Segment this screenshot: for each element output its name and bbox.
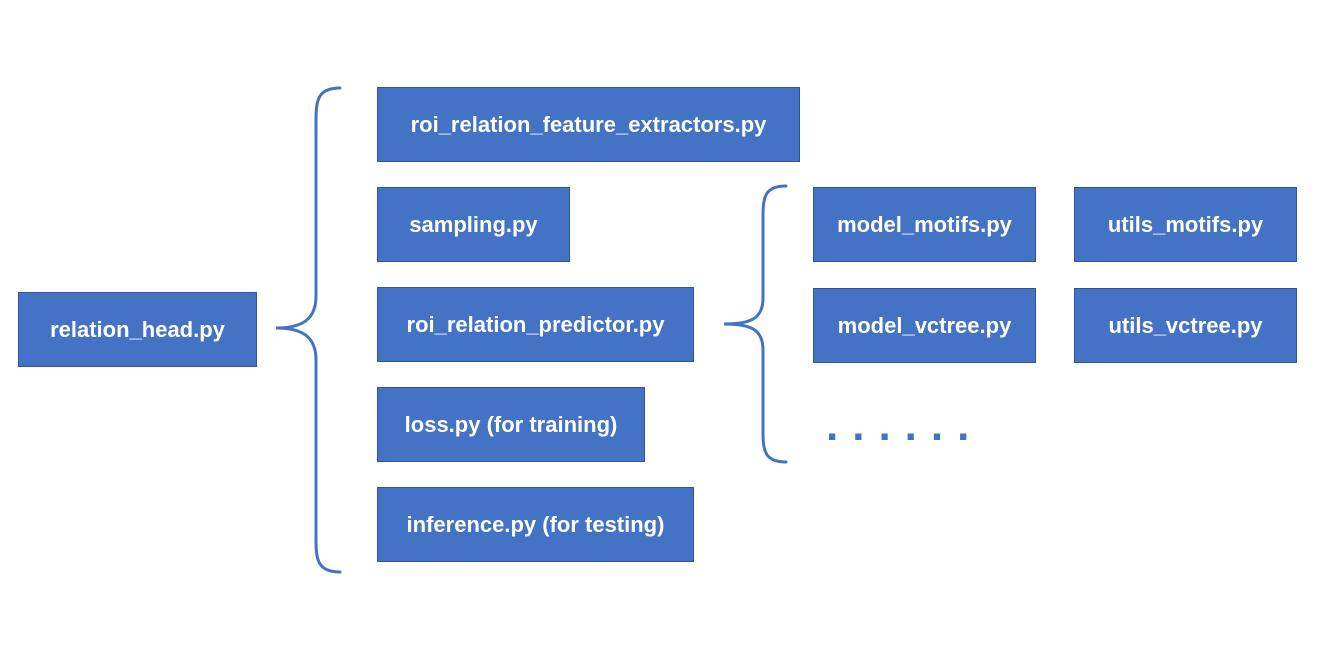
child-node-label: roi_relation_feature_extractors.py (410, 111, 767, 137)
grandchild-node-model-vctree: model_vctree.py (813, 288, 1036, 363)
root-brace (275, 86, 342, 574)
child-node-inference: inference.py (for testing) (377, 487, 694, 562)
more-items-ellipsis: ...... (826, 401, 984, 450)
child-node-label: inference.py (for testing) (406, 511, 665, 537)
grandchild-node-label: utils_motifs.py (1107, 211, 1264, 237)
child-node-label: roi_relation_predictor.py (406, 311, 665, 337)
child-node-feature-extractors: roi_relation_feature_extractors.py (377, 87, 800, 162)
grandchild-node-utils-vctree: utils_vctree.py (1074, 288, 1297, 363)
grandchild-node-label: utils_vctree.py (1108, 312, 1263, 338)
child-node-sampling: sampling.py (377, 187, 570, 262)
child-node-label: sampling.py (409, 211, 538, 237)
root-node: relation_head.py (18, 292, 257, 367)
grandchild-node-label: model_motifs.py (837, 211, 1012, 237)
root-node-label: relation_head.py (50, 316, 225, 342)
child-node-loss: loss.py (for training) (377, 387, 645, 462)
grandchild-node-utils-motifs: utils_motifs.py (1074, 187, 1297, 262)
grandchild-node-label: model_vctree.py (837, 312, 1012, 338)
grandchild-node-model-motifs: model_motifs.py (813, 187, 1036, 262)
child-node-label: loss.py (for training) (404, 411, 618, 437)
predictor-brace (723, 184, 788, 464)
child-node-predictor: roi_relation_predictor.py (377, 287, 694, 362)
